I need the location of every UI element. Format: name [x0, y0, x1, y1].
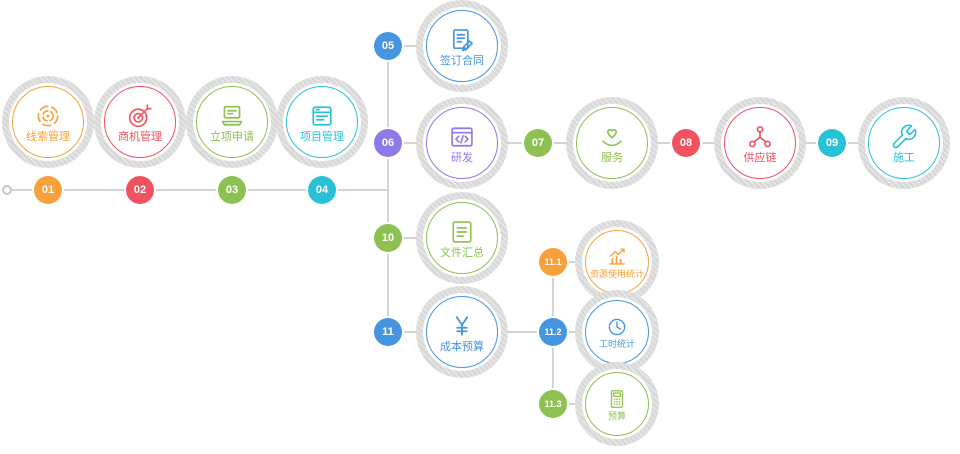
- node-document-summary: 文件汇总: [416, 192, 508, 284]
- node-label: 文件汇总: [440, 246, 484, 259]
- node-opportunity-management: 商机管理: [94, 76, 186, 168]
- node-resource-usage-stats: 资源使用统计: [575, 220, 659, 304]
- node-research-development: 研发: [416, 97, 508, 189]
- step-badge-06: 06: [374, 129, 402, 157]
- dartboard-icon: [126, 102, 154, 130]
- step-badge-11-2: 11.2: [539, 318, 567, 346]
- step-badge-04: 04: [308, 176, 336, 204]
- flow-start-dot: [2, 185, 12, 195]
- node-leads-management: 线索管理: [2, 76, 94, 168]
- node-label: 研发: [451, 151, 473, 164]
- node-work-hours-stats: 工时统计: [575, 290, 659, 374]
- node-service: 服务: [566, 97, 658, 189]
- step-badge-03: 03: [218, 176, 246, 204]
- code-icon: [448, 123, 476, 151]
- node-label: 项目管理: [300, 130, 344, 143]
- yuan-icon: [448, 312, 476, 340]
- calculator-icon: [606, 388, 628, 410]
- node-label: 商机管理: [118, 130, 162, 143]
- document-icon: [448, 218, 476, 246]
- bar-chart-icon: [606, 246, 628, 268]
- node-label: 线索管理: [26, 130, 70, 143]
- step-badge-08: 08: [672, 129, 700, 157]
- step-badge-01: 01: [34, 176, 62, 204]
- node-label: 立项申请: [210, 130, 254, 143]
- hand-heart-icon: [598, 123, 626, 151]
- step-badge-11-1: 11.1: [539, 248, 567, 276]
- node-label: 施工: [893, 151, 915, 164]
- node-project-approval: 立项申请: [186, 76, 278, 168]
- contract-icon: [448, 26, 476, 54]
- node-cost-budget: 成本预算: [416, 286, 508, 378]
- laptop-icon: [218, 102, 246, 130]
- node-label: 服务: [601, 151, 623, 164]
- node-label: 工时统计: [598, 338, 635, 349]
- node-project-management: 项目管理: [276, 76, 368, 168]
- node-supply-chain: 供应链: [714, 97, 806, 189]
- node-label: 成本预算: [440, 340, 484, 353]
- step-badge-07: 07: [524, 129, 552, 157]
- radar-icon: [34, 102, 62, 130]
- connector-main-vertical: [387, 45, 389, 333]
- step-badge-11-3: 11.3: [539, 390, 567, 418]
- node-label: 签订合同: [440, 54, 484, 67]
- node-label: 供应链: [743, 151, 777, 164]
- node-construction: 施工: [858, 97, 950, 189]
- network-icon: [746, 123, 774, 151]
- node-label: 预算: [607, 410, 626, 421]
- step-badge-11: 11: [374, 318, 402, 346]
- step-badge-02: 02: [126, 176, 154, 204]
- wrench-icon: [890, 123, 918, 151]
- node-contract-signing: 签订合同: [416, 0, 508, 92]
- clock-icon: [606, 316, 628, 338]
- window-icon: [308, 102, 336, 130]
- step-badge-09: 09: [818, 129, 846, 157]
- node-label: 资源使用统计: [589, 268, 644, 279]
- node-budget: 预算: [575, 362, 659, 446]
- connector-main-horizontal: [8, 189, 388, 191]
- step-badge-10: 10: [374, 224, 402, 252]
- step-badge-05: 05: [374, 32, 402, 60]
